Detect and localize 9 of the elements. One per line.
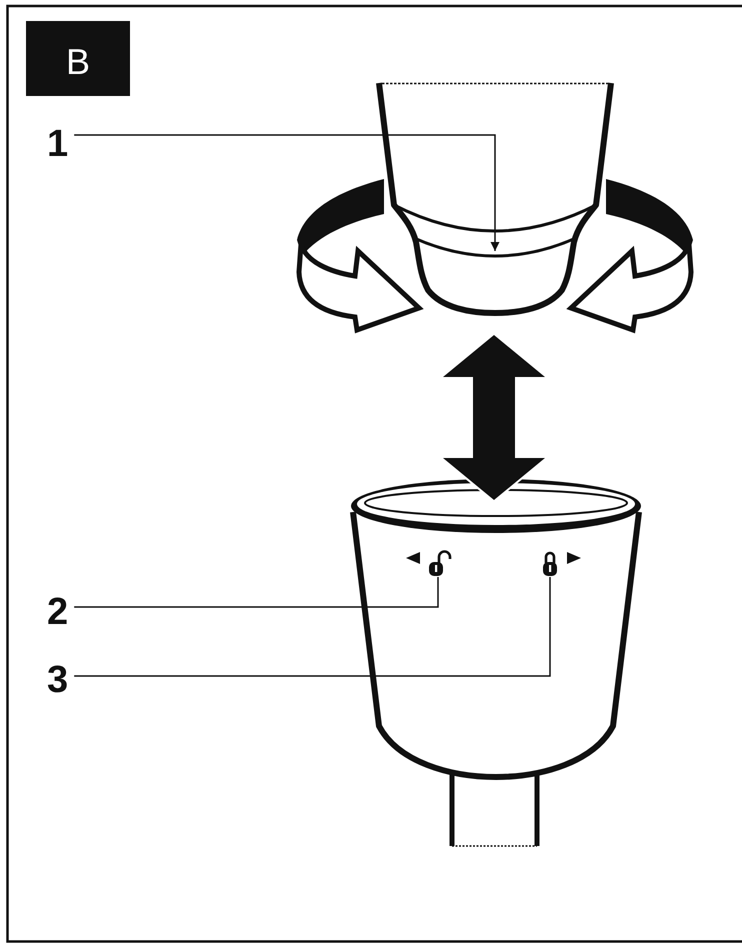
panel-label: B xyxy=(26,21,130,96)
unlocked-padlock-icon xyxy=(428,549,453,577)
callout-number: 3 xyxy=(47,661,68,699)
leader-line xyxy=(74,134,500,251)
locked-padlock-icon xyxy=(542,549,558,577)
callout-number: 2 xyxy=(47,593,68,631)
leader-line xyxy=(74,577,439,608)
callout-number: 1 xyxy=(47,125,68,163)
leader-line xyxy=(74,577,551,677)
